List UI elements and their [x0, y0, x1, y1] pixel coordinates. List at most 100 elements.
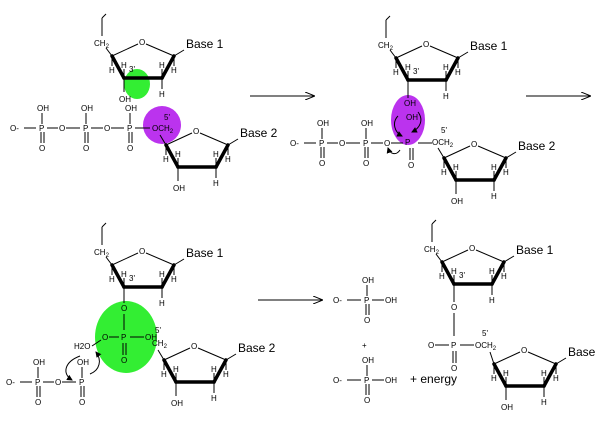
p3-phos2-oh: OH — [77, 358, 89, 367]
p2-sugar1-5ch2: CH2 — [378, 41, 394, 52]
p3-terminal-o: O- — [6, 378, 15, 387]
p3-water-bond — [91, 339, 102, 347]
p3-bridge-o1: O — [55, 378, 61, 387]
subscript-2: 2 — [164, 344, 168, 350]
p2-sugar1-h: H — [455, 68, 461, 77]
p1-sugar2-base-label: Base 2 — [240, 126, 278, 140]
p3-sugar2-h: H — [161, 370, 167, 379]
p3-sugar1-ring-front — [110, 263, 126, 289]
p3-sugar1-h: H — [109, 275, 115, 284]
p1-sugar2-h: H — [225, 155, 231, 164]
p3-sugar1-5prime-chain — [101, 222, 107, 228]
highlight-layer — [95, 69, 425, 373]
p4-sugar1-3prime-label: 3' — [459, 271, 465, 280]
p3-right-oh: OH — [145, 333, 157, 342]
p1-phos2-phosphorus: P — [83, 124, 88, 133]
p3-sugar1-base-label: Base 1 — [186, 246, 224, 260]
p4-sugar1-5ch2: CH2 — [424, 245, 440, 256]
p1-sugar1-5ch2: CH2 — [94, 39, 110, 50]
p1-sugar1-c4-ch2-bond — [105, 47, 113, 57]
p4-sugar1-ring-front — [440, 260, 456, 286]
p2-bridge-o2: O — [384, 139, 390, 148]
p2-sugar2-h: H — [491, 192, 497, 201]
p4-sugar1-base-label: Base 1 — [516, 243, 554, 257]
p3-sugar1-h: H — [171, 275, 177, 284]
p1-sugar1-ring-front — [110, 54, 126, 80]
p2-oh-label: OH — [406, 113, 418, 122]
p2-sugar1-ring-oxygen: O — [423, 40, 429, 49]
p4-phosA-o: O- — [333, 296, 342, 305]
p2-phos2-phosphorus: P — [363, 139, 368, 148]
subscript-2: 2 — [390, 46, 394, 52]
p3-phosphorus: P — [121, 333, 126, 342]
p3-phos1-oh: OH — [33, 358, 45, 367]
subscript-2: 2 — [106, 253, 110, 259]
highlight-5ch2-purple — [143, 106, 181, 144]
p4-left-o: O — [428, 341, 434, 350]
p4-sugar1-h: H — [501, 272, 507, 281]
p4-sugar2-base-bond — [555, 357, 567, 365]
subscript-2: 2 — [106, 44, 110, 50]
p4-sugar2-h: H — [553, 374, 559, 383]
p3-phos2-oxygen: O — [79, 398, 85, 407]
p4-sugar1-ring-bond — [475, 249, 505, 263]
p4-sugar1-h: H — [451, 267, 457, 276]
p2-sugar2-ring-bond — [477, 145, 507, 159]
p3-sugar2-h: H — [173, 365, 179, 374]
p2-sugar1-ring-bond — [395, 45, 423, 59]
p2-sugar1-h: H — [443, 63, 449, 72]
p1-c4-och2-bond — [159, 134, 167, 146]
p3-3o-label: O — [121, 304, 127, 313]
p3-sugar2-base-label: Base 2 — [238, 341, 276, 355]
p2-bridge-o1: O — [339, 139, 345, 148]
p3-sugar2-ring-bond — [163, 347, 191, 361]
p4-sugar2-h: H — [541, 369, 547, 378]
p1-sugar2-ring-bond — [165, 132, 193, 146]
p4-c4-och2-bond — [489, 351, 495, 365]
p1-sugar2-h: H — [213, 150, 219, 159]
p2-sugar2-h: H — [491, 163, 497, 172]
p3-c4-ch2-bond — [157, 349, 165, 361]
p3-sugar2-h: H — [223, 370, 229, 379]
p4-p-oxygen: O — [451, 364, 457, 373]
p3-sugar1-c4-ch2-bond — [105, 256, 113, 266]
p4-3o-label: O — [451, 303, 457, 312]
p2-terminal-o: O- — [290, 139, 299, 148]
p3-sugar1-ring-front — [160, 263, 176, 289]
p2-sugar2-ring-oxygen: O — [471, 140, 477, 149]
p2-phosphorus: P — [405, 138, 410, 147]
p1-sugar1-5prime-chain — [101, 13, 107, 19]
p1-phos2-oh: OH — [81, 104, 93, 113]
p3-sugar1-h: H — [121, 270, 127, 279]
p2-sugar1-5prime-chain — [385, 15, 391, 21]
p1-phos3-phosphorus: P — [127, 124, 132, 133]
p1-sugar2-ring-bond — [199, 132, 229, 146]
p1-sugar2-h: H — [175, 150, 181, 159]
p3-sugar2-h: H — [211, 394, 217, 403]
p1-och2: OCH2 — [152, 124, 174, 135]
p4-sugar2-ring-oxygen: O — [521, 346, 527, 355]
p3-sugar2-ring-front — [162, 358, 178, 384]
p1-sugar2-h: H — [163, 155, 169, 164]
p4-sugar2-ring-front — [492, 362, 508, 388]
p2-phos2-oxygen: O — [363, 159, 369, 168]
highlight-phosphodiester-green — [95, 301, 157, 373]
p4-sugar1-h: H — [489, 296, 495, 305]
p1-sugar1-h: H — [109, 66, 115, 75]
p2-sugar1-h: H — [393, 68, 399, 77]
p4-sugar2-ring-bond — [493, 351, 521, 365]
p1-sugar2-ring-front — [214, 143, 230, 169]
p2-och2: OCH2 — [432, 138, 454, 149]
p4-sugar1-ring-front — [490, 260, 506, 286]
subscript-2: 2 — [436, 250, 440, 256]
och-text: OCH — [475, 341, 493, 350]
p3-sugar1-ring-bond — [111, 252, 139, 266]
p2-3o-label: OH — [404, 99, 416, 108]
p2-sugar1-3prime-label: 3' — [413, 67, 419, 76]
p1-sugar2-ring-oxygen: O — [193, 127, 199, 136]
p3-sugar2-ring-oxygen: O — [191, 342, 197, 351]
p4-phosB-oxygen: O — [364, 396, 370, 405]
p3-5ch2: CH2 — [152, 339, 168, 350]
